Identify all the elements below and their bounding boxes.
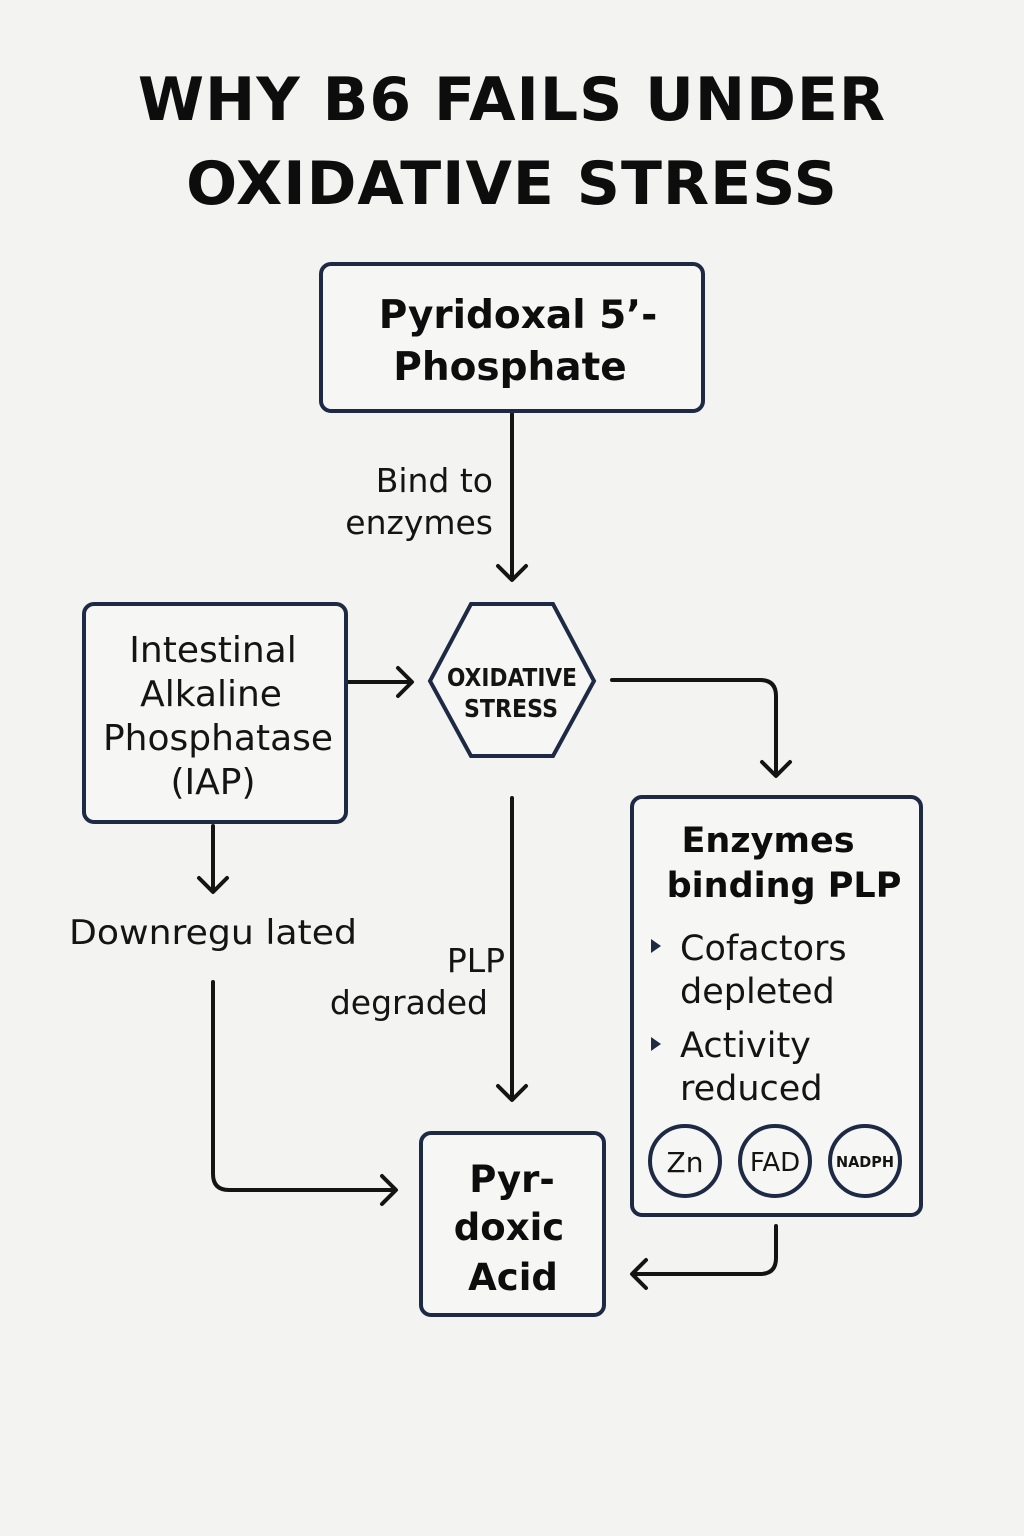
title-line-1: WHY B6 FAILS UNDER (137, 65, 887, 135)
diagram-title: WHY B6 FAILS UNDER OXIDATIVE STRESS (0, 58, 1024, 226)
enzymes-heading-line-2: binding PLP (667, 866, 902, 906)
cofactor-zn-circle (648, 1124, 722, 1198)
connector-enzymes-to-acid (634, 1224, 778, 1276)
enzymes-box (630, 795, 923, 1217)
plp-label-line-1: Pyridoxal 5’- (379, 293, 658, 338)
bind-label-line-1: Bind to (376, 461, 493, 500)
cofactor-fad-circle (738, 1124, 812, 1198)
cofactor-zn: Zn (648, 1124, 722, 1198)
arrowhead-icon-stress-to-enzymes (760, 760, 792, 778)
arrowhead-icon-downregulated-to-acid (380, 1174, 398, 1206)
degraded-label-line-2: degraded (330, 983, 488, 1022)
node-pyridoxal-phosphate: Pyridoxal 5’- Phosphate (319, 262, 705, 413)
pyridoxic-acid-line-2: doxic (454, 1206, 564, 1249)
arrowhead-icon-stress-to-acid (496, 1084, 528, 1102)
downregulated-label: Downregu lated (69, 913, 357, 953)
cofactor-fad-label: FAD (750, 1148, 800, 1178)
iap-label-line-2: Alkaline (140, 674, 282, 715)
cofactor-nadph: NADPH (828, 1124, 902, 1198)
pyridoxic-acid-line-1: Pyr- (469, 1158, 555, 1201)
degraded-label-line-1: PLP (447, 941, 505, 980)
cofactor-fad: FAD (738, 1124, 812, 1198)
pyridoxic-acid-line-3: Acid (468, 1256, 558, 1299)
edge-label-bind: Bind to enzymes (345, 461, 493, 542)
enzymes-heading-line-1: Enzymes (681, 821, 854, 861)
node-pyridoxic-acid: Pyr- doxic Acid (419, 1131, 606, 1317)
bind-label-line-2: enzymes (345, 503, 493, 542)
pyridoxic-acid-box (419, 1131, 606, 1317)
arrowhead-icon-iap-to-downregulated (197, 876, 229, 894)
plp-label-line-2: Phosphate (393, 345, 626, 390)
triangle-right-icon (651, 1037, 661, 1051)
bullet-2-line-1: Activity (680, 1026, 811, 1066)
title-line-2: OXIDATIVE STRESS (186, 149, 838, 219)
iap-box (82, 602, 348, 824)
oxidative-stress-line-2: STRESS (464, 694, 558, 723)
cofactor-zn-label: Zn (667, 1146, 704, 1179)
arrowhead-icon-plp-to-stress (496, 564, 528, 582)
oxidative-stress-line-1: OXIDATIVE (447, 663, 577, 692)
iap-label-line-4: (IAP) (170, 762, 255, 803)
connector-stress-to-enzymes (610, 678, 778, 774)
connectors (197, 412, 792, 1290)
edge-label-degraded: PLP degraded (330, 941, 505, 1022)
node-intestinal-alkaline-phosphatase: Intestinal Alkaline Phosphatase (IAP) (82, 602, 348, 824)
bullet-2-line-2: reduced (680, 1069, 823, 1109)
iap-label-line-3: Phosphatase (103, 718, 333, 759)
plp-box (319, 262, 705, 413)
oxidative-stress-hexagon (427, 602, 597, 758)
connector-downregulated-to-acid (211, 980, 394, 1192)
arrowhead-icon-iap-to-stress (396, 666, 414, 698)
cofactor-nadph-circle (828, 1124, 902, 1198)
triangle-right-icon (651, 939, 661, 953)
bullet-1-line-1: Cofactors (680, 929, 847, 969)
node-enzymes-binding-plp: Enzymes binding PLP Cofactors depleted A… (630, 795, 923, 1217)
node-oxidative-stress: OXIDATIVE STRESS (427, 602, 597, 758)
cofactor-nadph-label: NADPH (836, 1153, 894, 1171)
arrowhead-icon-enzymes-to-acid (630, 1258, 648, 1290)
bullet-1-line-2: depleted (680, 972, 835, 1012)
iap-label-line-1: Intestinal (129, 630, 296, 671)
